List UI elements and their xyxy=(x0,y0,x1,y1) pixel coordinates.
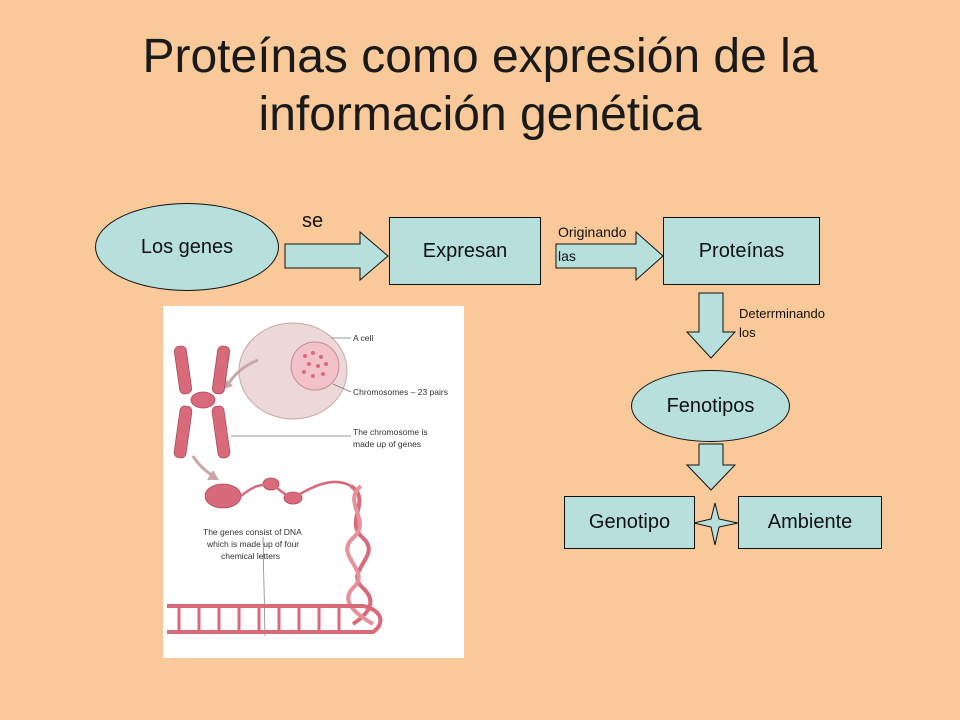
genetics-illustration-svg: A cell Chromosomes – 23 pairs The chromo… xyxy=(167,322,448,637)
node-los-genes: Los genes xyxy=(95,203,279,291)
title-line-1: Proteínas como expresión de la xyxy=(142,30,818,83)
figure-label-dna-1: The genes consist of DNA xyxy=(203,527,302,537)
title-line-2: información genética xyxy=(258,88,702,141)
figure-label-a-cell: A cell xyxy=(353,333,373,343)
slide-title: Proteínas como expresión de la informaci… xyxy=(0,28,960,144)
node-proteinas-label: Proteínas xyxy=(698,239,785,262)
figure-label-dna-2: which is made up of four xyxy=(206,539,299,549)
arrow-genes-to-expresan xyxy=(284,230,389,282)
node-expresan: Expresan xyxy=(389,217,541,285)
figure-label-chromosomes: Chromosomes – 23 pairs xyxy=(353,387,448,397)
edge-label-originando-line1: Originando xyxy=(558,224,627,240)
edge-label-determinando-line1: Deterrminando xyxy=(739,306,825,321)
figure-label-chromosome-genes-2: made up of genes xyxy=(353,439,421,449)
node-genotipo-label: Genotipo xyxy=(588,511,671,533)
edge-label-se: se xyxy=(302,210,324,232)
node-expresan-label: Expresan xyxy=(422,239,508,262)
node-genotipo: Genotipo xyxy=(564,496,695,549)
node-fenotipos-label: Fenotipos xyxy=(666,394,755,417)
edge-label-determinando-line2: los xyxy=(739,325,756,340)
node-proteinas: Proteínas xyxy=(663,217,820,285)
arrow-expresan-to-proteinas xyxy=(555,230,664,282)
node-ambiente: Ambiente xyxy=(738,496,882,549)
figure-label-dna-3: chemical letters xyxy=(221,551,280,561)
node-fenotipos: Fenotipos xyxy=(631,370,790,442)
figure-label-chromosome-genes-1: The chromosome is xyxy=(353,427,428,437)
arrow-chromosome-to-genes xyxy=(191,455,214,478)
edge-label-originando-line2: las xyxy=(558,248,576,264)
nucleus-chromosomes xyxy=(302,351,328,378)
arrow-fenotipos-to-genotipo xyxy=(685,443,737,491)
coiled-genes xyxy=(204,477,303,509)
star-connector-icon xyxy=(693,502,739,546)
arrow-proteinas-to-fenotipos xyxy=(685,292,737,359)
cell-nucleus xyxy=(290,341,340,391)
dna-strand xyxy=(240,480,352,500)
node-los-genes-label: Los genes xyxy=(140,235,234,258)
chromosome-x xyxy=(173,345,231,459)
node-ambiente-label: Ambiente xyxy=(767,511,853,533)
dna-ladder xyxy=(167,604,383,634)
genetics-illustration: A cell Chromosomes – 23 pairs The chromo… xyxy=(163,306,464,658)
